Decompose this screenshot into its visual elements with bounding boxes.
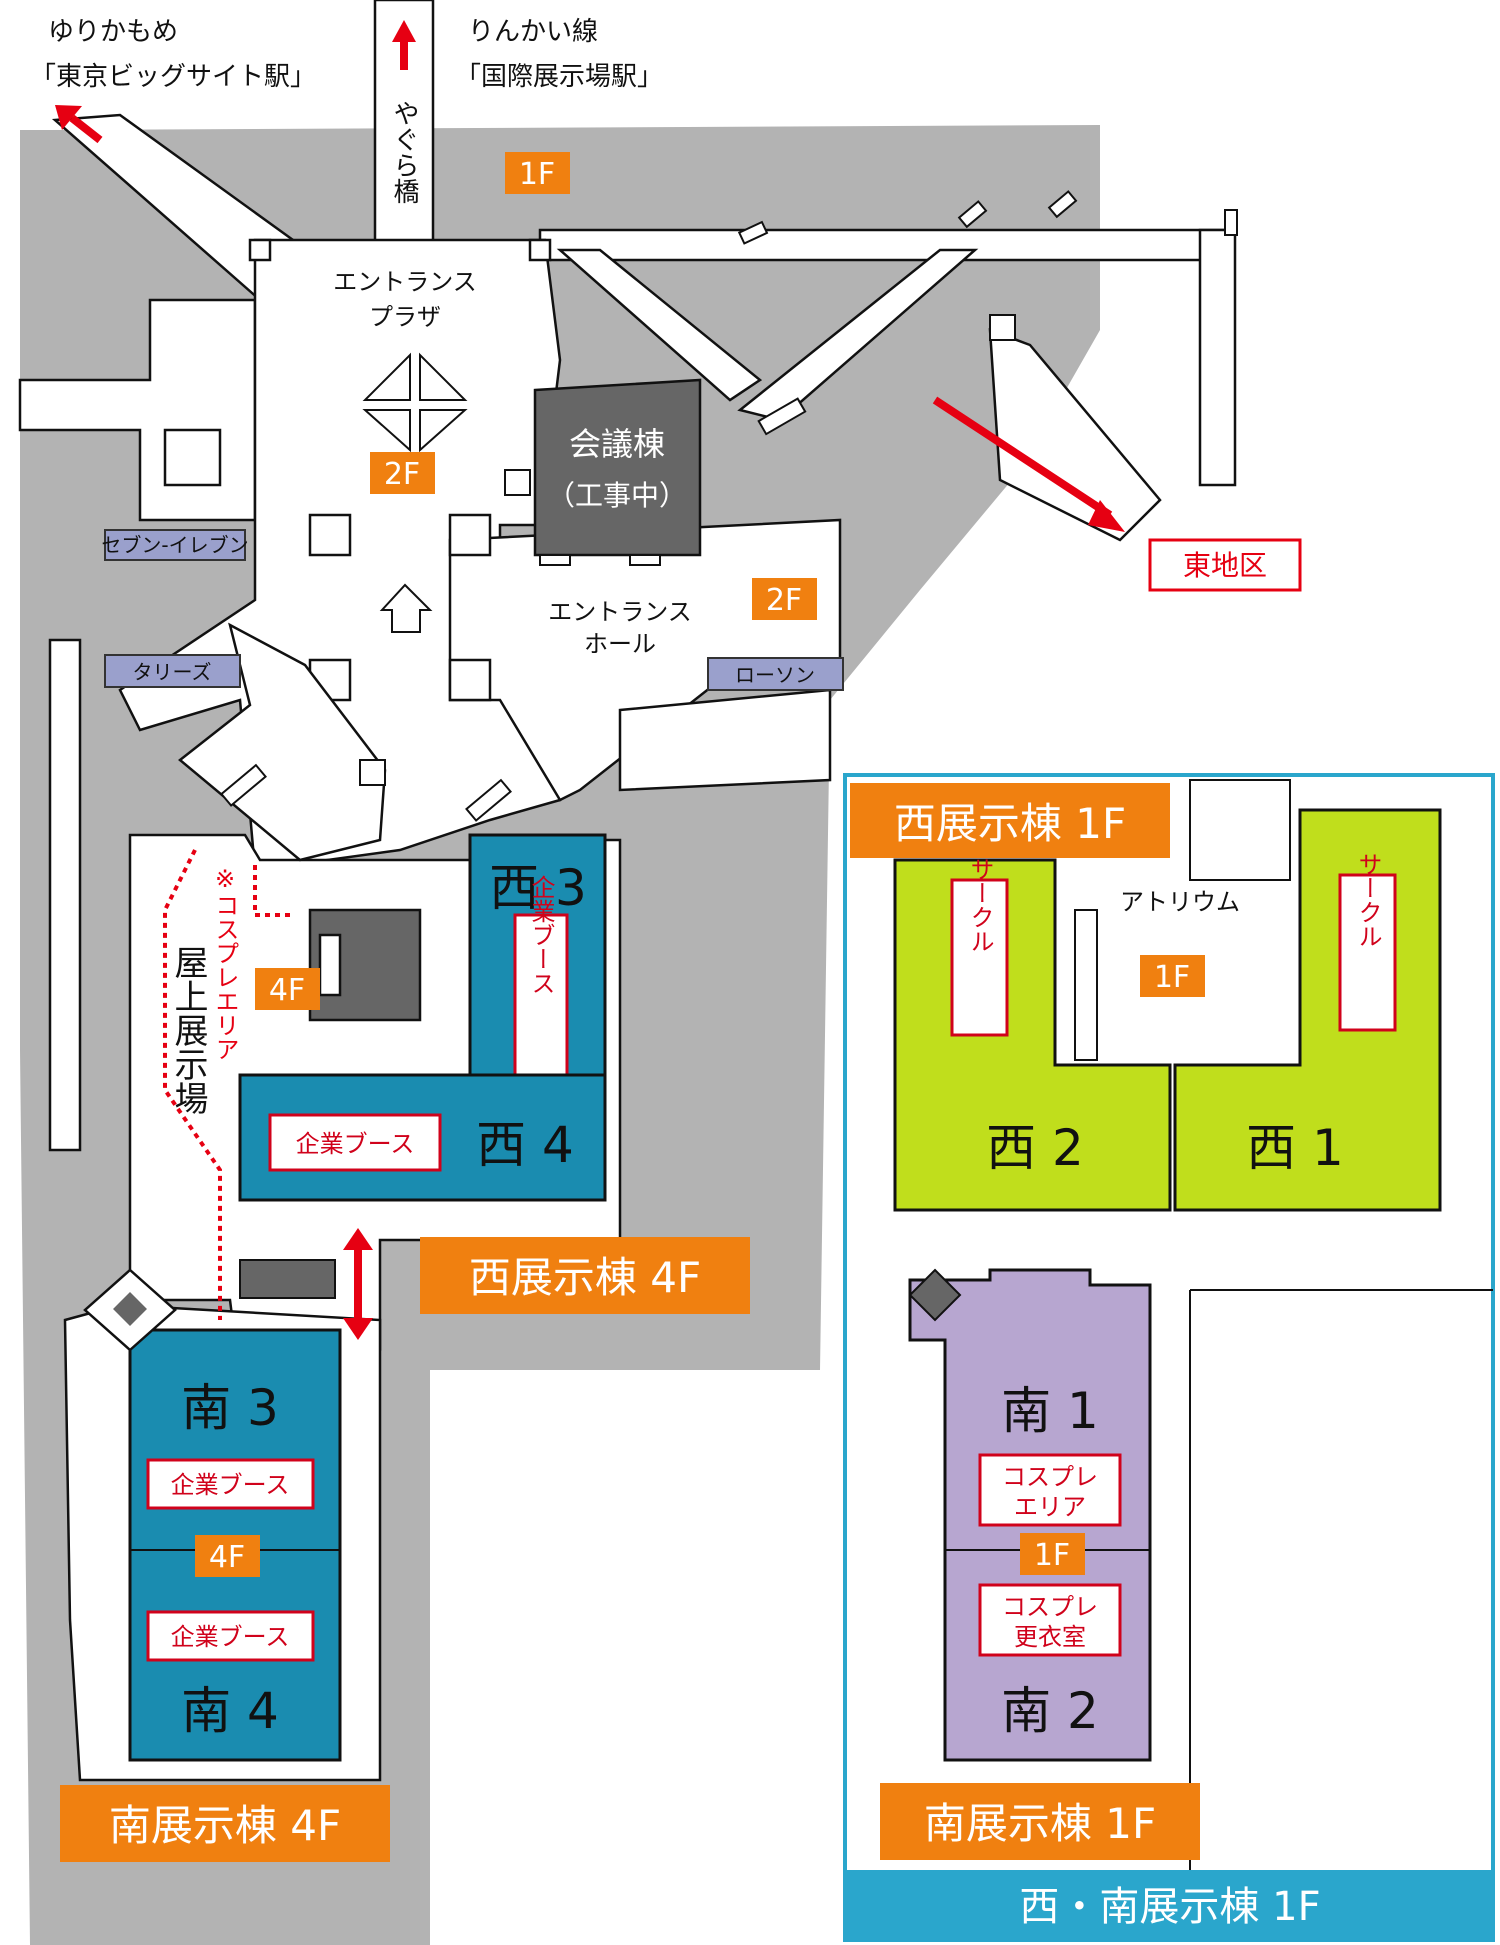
west-hall-3: 西 3 企業ブース — [468, 833, 607, 1087]
store-tullys: タリーズ — [104, 654, 241, 688]
rinkai-label: りんかい線 — [468, 17, 598, 47]
svg-text:南展示棟 1F: 南展示棟 1F — [924, 1799, 1156, 1848]
entrance-plaza-label-1: エントランス — [333, 268, 477, 296]
svg-text:更衣室: 更衣室 — [1014, 1623, 1086, 1651]
east-area-box: 東地区 — [1148, 538, 1302, 592]
west-1f-title: 西展示棟 1F — [850, 783, 1170, 858]
svg-text:西展示棟 4F: 西展示棟 4F — [469, 1253, 701, 1302]
floor-tag-1f-atrium: 1F — [1140, 955, 1205, 997]
svg-text:1F: 1F — [519, 157, 555, 192]
svg-text:東地区: 東地区 — [1183, 549, 1267, 582]
conference-building: 会議棟 （工事中） — [533, 378, 702, 557]
floor-tag-4f-rooftop: 4F — [255, 968, 320, 1010]
south-1f-title: 南展示棟 1F — [880, 1783, 1200, 1860]
floor-tag-1f-south: 1F — [1020, 1533, 1085, 1575]
west-hall-2-1f: サークル 西 2 — [893, 857, 1172, 1212]
store-lawson: ローソン — [707, 657, 844, 691]
floor-tag-2f-hall: 2F — [752, 578, 817, 620]
svg-text:西 4: 西 4 — [476, 1116, 574, 1174]
svg-text:西 2: 西 2 — [986, 1119, 1084, 1177]
connector-double-arrow-icon — [343, 1228, 373, 1340]
svg-text:南 1: 南 1 — [1001, 1382, 1099, 1440]
svg-text:サークル: サークル — [966, 857, 994, 953]
arrow-to-yagura-icon — [392, 20, 416, 70]
svg-text:2F: 2F — [384, 457, 420, 492]
svg-text:2F: 2F — [766, 583, 802, 618]
conference-label-line2: （工事中） — [547, 479, 687, 512]
west-4f-title: 西展示棟 4F — [420, 1237, 750, 1314]
yagura-bridge-label: やぐら橋 — [389, 100, 419, 204]
arrow-up-icon — [419, 352, 468, 401]
west-hall-1-1f: サークル 西 1 — [1173, 808, 1442, 1212]
yurikamome-label: ゆりかもめ — [48, 17, 178, 47]
svg-text:南 4: 南 4 — [181, 1682, 279, 1740]
svg-text:屋上展示場: 屋上展示場 — [168, 945, 208, 1115]
entrance-plaza-label-2: プラザ — [369, 303, 441, 331]
conference-label-line1: 会議棟 — [569, 425, 665, 463]
svg-text:企業ブース: 企業ブース — [296, 1130, 415, 1158]
svg-text:南展示棟 4F: 南展示棟 4F — [109, 1801, 341, 1850]
svg-text:サークル: サークル — [1354, 852, 1382, 948]
svg-text:企業ブース: 企業ブース — [171, 1623, 290, 1651]
svg-text:4F: 4F — [209, 1540, 245, 1575]
floor-tag-2f-plaza: 2F — [370, 452, 435, 494]
svg-text:1F: 1F — [1154, 960, 1190, 995]
svg-text:南 3: 南 3 — [181, 1379, 279, 1437]
floor-tag-4f-south: 4F — [195, 1535, 260, 1577]
svg-text:4F: 4F — [269, 973, 305, 1008]
rooftop-exhibition: 屋上展示場 ※コスプレエリア — [163, 849, 290, 1320]
stairs-icons — [220, 190, 1238, 822]
entrance-hall-label-2: ホール — [584, 630, 656, 658]
cosplay-area-note: ※コスプレエリア — [211, 865, 239, 1061]
arrow-to-east-area-icon — [932, 396, 1125, 532]
south-1f-corner-diamond — [908, 1268, 962, 1322]
rooftop-block — [239, 1259, 336, 1299]
atrium-label: アトリウム — [1120, 888, 1240, 916]
arrow-down-icon — [362, 409, 411, 453]
arrow-to-yurikamome-icon — [55, 105, 103, 144]
svg-text:南 2: 南 2 — [1001, 1682, 1099, 1740]
svg-text:エリア: エリア — [1014, 1493, 1086, 1521]
west-hall-4: 企業ブース 西 4 — [238, 1073, 607, 1202]
svg-text:企業ブース: 企業ブース — [171, 1471, 290, 1499]
south-4f-title: 南展示棟 4F — [60, 1785, 390, 1862]
south-hall-1-2-1f: 南 1 コスプレ エリア コスプレ 更衣室 南 2 — [908, 1268, 1152, 1762]
svg-text:西・南展示棟 1F: 西・南展示棟 1F — [1019, 1884, 1320, 1930]
inset-bottom-banner: 西・南展示棟 1F — [845, 1870, 1493, 1942]
entrance-hall-label-1: エントランス — [548, 598, 692, 626]
svg-text:西 3: 西 3 — [489, 859, 587, 917]
svg-text:ローソン: ローソン — [735, 663, 815, 687]
floor-tag-1f-top: 1F — [505, 152, 570, 194]
arrow-up-icon — [362, 352, 411, 401]
arrow-house-icon — [379, 583, 433, 633]
arrow-down-icon — [419, 409, 468, 453]
svg-text:西 1: 西 1 — [1246, 1119, 1344, 1177]
svg-text:セブン-イレブン: セブン-イレブン — [101, 533, 248, 557]
svg-text:企業ブース: 企業ブース — [527, 875, 555, 995]
rinkai-station-label: 「国際展示場駅」 — [455, 62, 663, 92]
svg-text:コスプレ: コスプレ — [1002, 1463, 1098, 1491]
atrium-escalator — [1074, 909, 1098, 1061]
svg-text:タリーズ: タリーズ — [133, 660, 212, 684]
store-seven-eleven: セブン-イレブン — [101, 529, 249, 561]
svg-text:1F: 1F — [1034, 1538, 1070, 1573]
yurikamome-station-label: 「東京ビッグサイト駅」 — [30, 62, 316, 92]
svg-text:コスプレ: コスプレ — [1002, 1593, 1098, 1621]
svg-text:西展示棟 1F: 西展示棟 1F — [894, 799, 1126, 848]
south-hall-3-4: 南 3 企業ブース 企業ブース 南 4 — [128, 1328, 342, 1762]
